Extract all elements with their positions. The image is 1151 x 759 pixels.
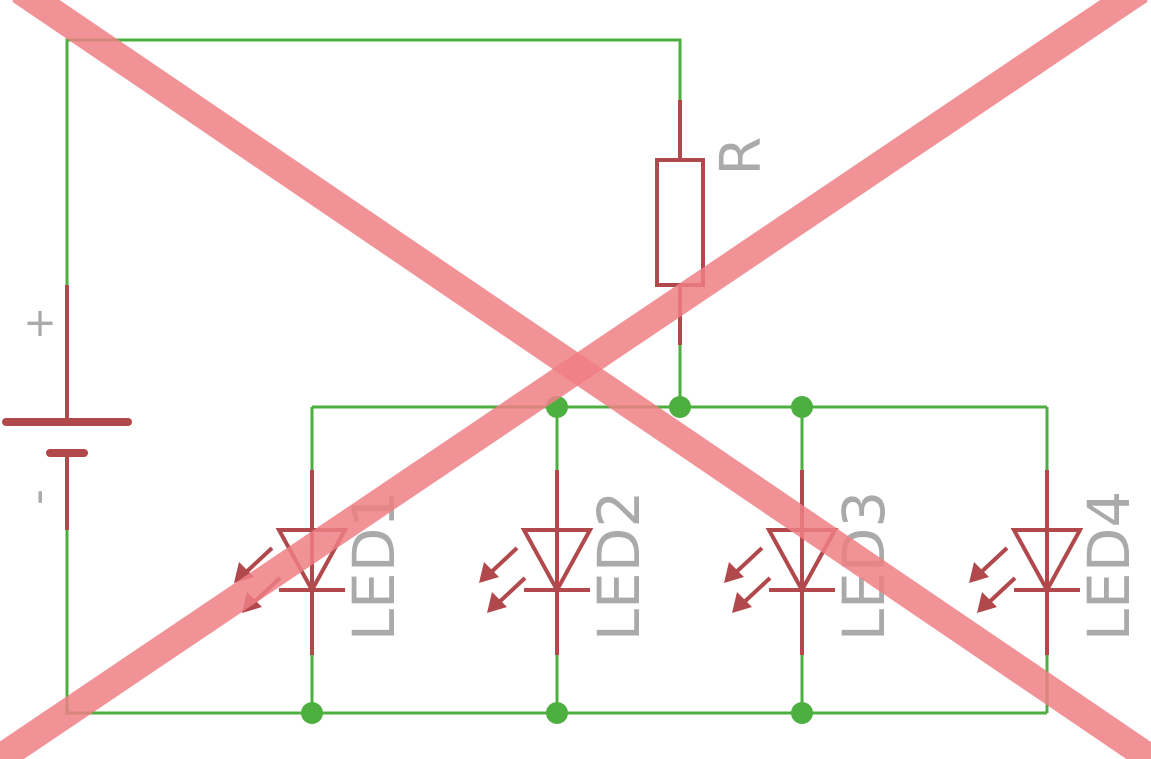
battery-minus-label: - <box>12 489 63 505</box>
led-label: LED4 <box>1075 491 1143 642</box>
light-arrow-icon <box>969 546 1009 583</box>
led-2: LED2 <box>479 407 653 713</box>
light-arrow-icon <box>724 546 764 583</box>
top-wire <box>65 38 682 285</box>
diode-triangle <box>1010 528 1084 595</box>
resistor-label: R <box>709 137 774 176</box>
junction-dot <box>301 702 323 724</box>
battery-plus-label: + <box>23 300 57 346</box>
resistor-body <box>655 158 705 287</box>
diode-triangle <box>520 528 594 595</box>
junction-dot <box>791 702 813 724</box>
light-arrow-icon <box>732 576 772 613</box>
light-arrow-icon <box>977 576 1017 613</box>
light-arrow-icon <box>487 576 527 613</box>
junction-dot <box>669 396 691 418</box>
junctions <box>301 396 813 724</box>
junction-dot <box>791 396 813 418</box>
battery: + - <box>2 285 132 530</box>
led-1: LED1 <box>234 407 408 713</box>
led-4: LED4 <box>969 407 1143 713</box>
led-label: LED2 <box>585 491 653 642</box>
light-arrow-icon <box>479 546 519 583</box>
junction-dot <box>546 702 568 724</box>
